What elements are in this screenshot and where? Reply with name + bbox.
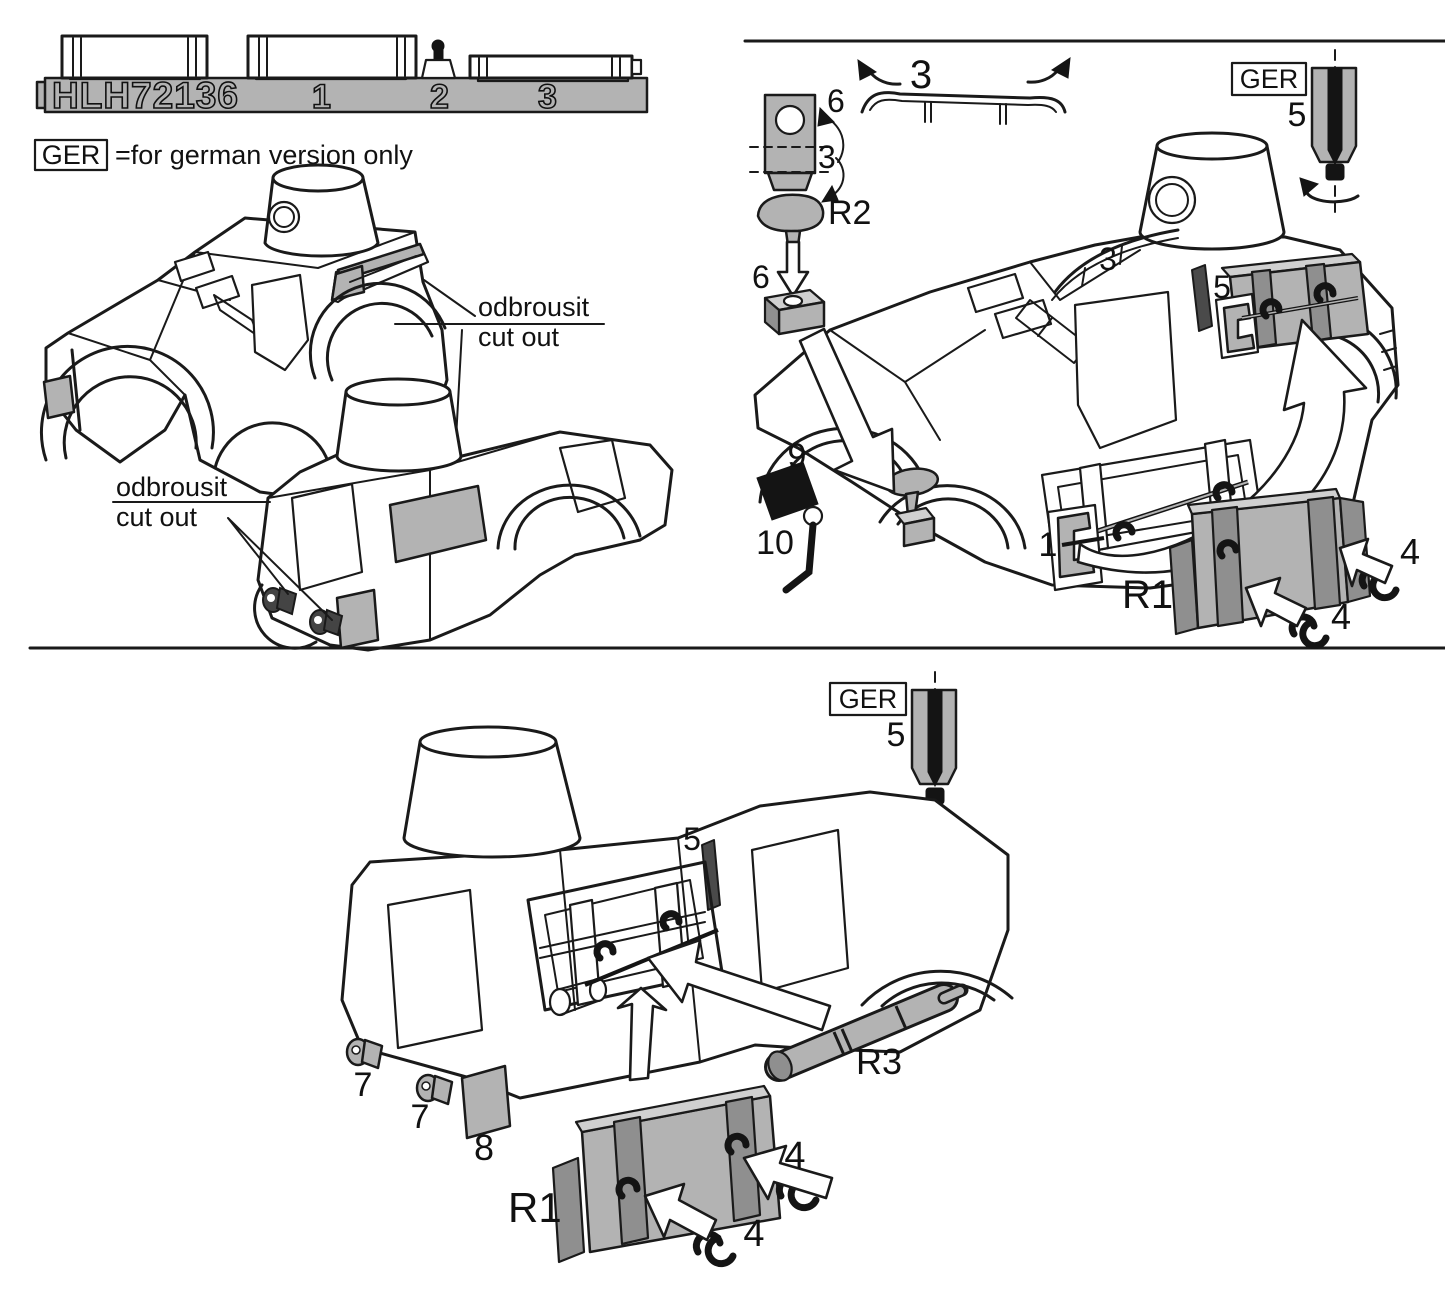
fret-number-2: 2: [430, 78, 450, 116]
clamp-bracket-label: 1: [1039, 526, 1058, 564]
note2-line1: odbrousit: [116, 472, 228, 502]
note2-line2: cut out: [116, 502, 198, 532]
note1-line2: cut out: [478, 322, 560, 352]
handle-installed: [884, 467, 940, 548]
turret: [263, 163, 380, 258]
buckle-arrow-b: [1244, 576, 1308, 628]
cylinder-label: R3: [856, 1041, 902, 1082]
tow-hook-label-a: 7: [354, 1066, 373, 1104]
ger-badge: GER: [839, 684, 898, 714]
flap-part: [460, 1064, 512, 1140]
cutout-note-2: odbrousit cut out: [112, 472, 333, 621]
rod-part: [782, 521, 817, 594]
ger-jack-callout: GER 5: [1230, 49, 1360, 213]
ger-badge: GER: [1240, 64, 1299, 94]
ger-badge: GER: [42, 140, 101, 170]
tow-hook-a: [345, 1037, 384, 1070]
pioneer-tool-label: 5: [1213, 269, 1231, 305]
install-arrow: [798, 327, 896, 494]
assembly-step-top-right: 3 6 3 R2 6: [749, 49, 1420, 650]
buckle-label-b: 4: [743, 1213, 764, 1255]
turret: [335, 377, 463, 473]
tow-hook-b: [415, 1073, 454, 1106]
mudflap-label: 9: [788, 437, 807, 475]
cutout-front-patch: [42, 374, 76, 420]
cylinder-part-r3: R3: [764, 983, 969, 1082]
pioneer-tool-strip: [1191, 264, 1213, 332]
buckle-arrow-a: [1338, 537, 1394, 588]
fold-part: 6 3: [749, 83, 845, 203]
fret-number-3: 3: [538, 78, 558, 116]
rod-label: 10: [756, 524, 794, 562]
rail-label: 3: [910, 53, 932, 97]
fret-code: HLH72136: [52, 75, 239, 116]
assembly-step-bottom: GER 5 5: [340, 671, 1014, 1268]
toolbox-label: R1: [508, 1184, 562, 1231]
handle-and-bracket: R2 6: [752, 193, 871, 336]
pioneer-tool-label: 5: [683, 821, 701, 857]
cutout-bottom-flap: [335, 588, 380, 650]
toolbox-mounted: [1214, 252, 1370, 360]
bracket-label: 6: [752, 259, 770, 295]
mudflap-part: [756, 461, 819, 521]
vehicle-assembly-right: 3 5 9: [753, 131, 1420, 650]
buckle-label-a: 4: [784, 1135, 805, 1177]
handle-label: R2: [828, 194, 871, 232]
toolbox-label: R1: [1122, 573, 1173, 617]
vehicle-rear-view: [253, 377, 674, 652]
cutout-note-1: odbrousit cut out: [394, 279, 605, 513]
tow-hook-label-b: 7: [411, 1098, 430, 1136]
toolbox-part-r1: [551, 1084, 782, 1264]
turret: [402, 725, 582, 859]
note1-line1: odbrousit: [478, 292, 590, 322]
rail-part: 3: [857, 53, 1071, 125]
fret-number-1: 1: [312, 78, 332, 116]
fret-drawing: HLH72136 1 2 3: [35, 34, 649, 117]
jack-label: 5: [1288, 96, 1307, 134]
flap-label: 8: [474, 1127, 494, 1168]
install-arrow-diagonal: [646, 938, 832, 1032]
ger-legend: GER =for german version only: [33, 138, 413, 172]
buckle-label-b: 4: [1331, 596, 1351, 637]
vehicle-assembly-bottom: 5 7: [340, 725, 1014, 1168]
cutout-rear-strip: [388, 484, 488, 564]
fret-part-2-piece: [420, 39, 457, 80]
jack-label: 5: [887, 716, 906, 754]
buckle-arrow-b: [643, 1182, 718, 1242]
buckle-label-a: 4: [1400, 531, 1420, 572]
vehicle-front-view: [39, 163, 449, 502]
install-arrow-vertical: [616, 986, 668, 1082]
ger-meaning: =for german version only: [115, 140, 413, 170]
roof-rail-label: 3: [1099, 241, 1117, 277]
buckle-arrow-a: [742, 1144, 834, 1201]
fold-part-label-top: 6: [827, 83, 845, 119]
rear-clips: [262, 586, 344, 637]
turret: [1138, 131, 1286, 251]
pioneer-tool-strip: [701, 839, 721, 911]
fold-part-label-mid: 3: [818, 139, 836, 175]
